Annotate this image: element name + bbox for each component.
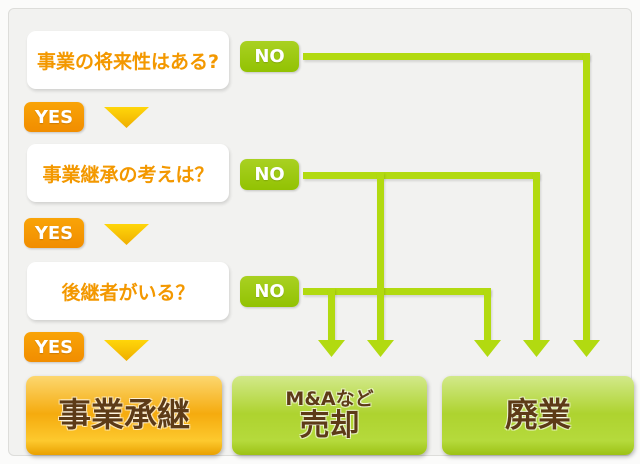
- yes-badge-2: YES: [24, 218, 84, 248]
- question-box-succession-intent: 事業継承の考えは？: [27, 144, 229, 202]
- outcome-title: 廃業: [505, 395, 571, 435]
- no-badge-3: NO: [240, 276, 299, 307]
- outcome-box-succession: 事業承継: [26, 376, 222, 455]
- flow-line-no3-to-closure: [484, 288, 491, 342]
- outcome-box-closure: 廃業: [442, 376, 634, 455]
- no-label: NO: [254, 281, 285, 302]
- arrowhead-icon-3: [474, 340, 501, 357]
- yes-down-arrow-icon-3: [104, 340, 149, 361]
- outcome-subtitle: M&Aなど: [285, 387, 374, 410]
- flow-line-no1-horizontal: [303, 53, 590, 60]
- question-text: 後継者がいる？: [61, 281, 195, 304]
- flow-line-no2-branch-to-sale: [377, 172, 384, 342]
- no-label: NO: [254, 46, 285, 67]
- flow-line-no3-branch-to-sale: [328, 288, 335, 342]
- arrowhead-icon-5: [573, 340, 600, 357]
- flowchart-panel: 事業の将来性はある? NO YES 事業継承の考えは？ NO YES 後継者がい…: [8, 8, 634, 456]
- yes-label: YES: [34, 336, 74, 358]
- arrowhead-icon-1: [318, 340, 345, 357]
- yes-badge-3: YES: [24, 332, 84, 362]
- flow-line-no2-horizontal: [303, 172, 540, 179]
- yes-label: YES: [34, 222, 74, 244]
- yes-down-arrow-icon-2: [104, 224, 149, 245]
- question-text: 事業継承の考えは？: [42, 163, 214, 186]
- yes-down-arrow-icon-1: [104, 107, 149, 128]
- arrowhead-icon-4: [523, 340, 550, 357]
- arrowhead-icon-2: [367, 340, 394, 357]
- outcome-title: 売却: [299, 407, 360, 443]
- no-badge-1: NO: [240, 41, 299, 72]
- no-label: NO: [254, 164, 285, 185]
- yes-label: YES: [34, 106, 74, 128]
- flow-line-no1-to-closure: [583, 53, 590, 342]
- outcome-title: 事業承継: [58, 395, 190, 435]
- yes-badge-1: YES: [24, 102, 84, 132]
- no-badge-2: NO: [240, 159, 299, 190]
- flow-line-no3-horizontal: [303, 288, 491, 295]
- question-box-successor: 後継者がいる？: [27, 262, 229, 320]
- question-box-future: 事業の将来性はある?: [27, 31, 229, 89]
- flow-line-no2-to-closure: [533, 172, 540, 342]
- question-text: 事業の将来性はある?: [36, 50, 220, 73]
- outcome-box-sale: M&Aなど 売却: [232, 376, 427, 455]
